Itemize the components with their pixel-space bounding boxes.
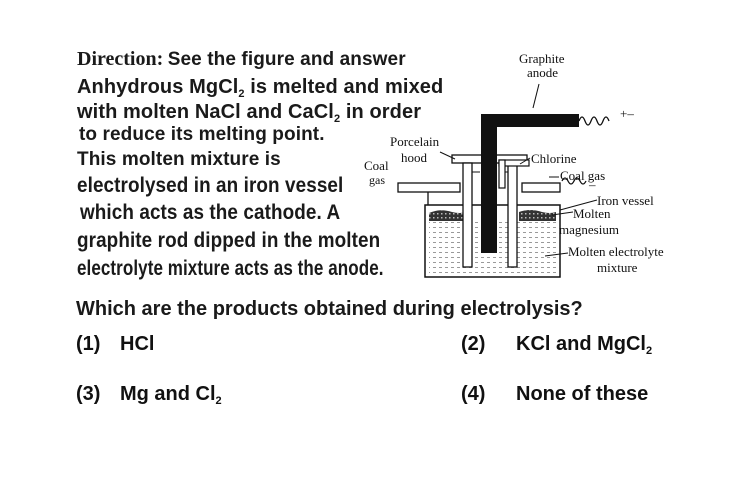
passage-line-8: electrolyte mixture acts as the anode. (77, 257, 384, 280)
passage-text: is melted and mixed (244, 76, 444, 98)
label-molten: Molten (573, 206, 611, 221)
label-porcelain: Porcelain (390, 134, 440, 149)
label-molten-electrolyte: Molten electrolyte (568, 244, 664, 259)
label-graphite: Graphite (519, 51, 565, 66)
option-text: None of these (516, 383, 649, 405)
subscript: 2 (238, 88, 245, 100)
direction-line: Direction: See the figure and answer (77, 48, 406, 71)
passage-line-7: graphite rod dipped in the molten (77, 229, 381, 252)
anode-coil (578, 116, 610, 126)
option-4[interactable]: (4) None of these (461, 383, 648, 406)
label-chlorine: Chlorine (531, 151, 577, 166)
option-3[interactable]: (3) Mg and Cl2 (76, 383, 222, 407)
label-plus-minus: +– (620, 106, 634, 121)
passage-line-5: electrolysed in an iron vessel (77, 174, 344, 197)
option-2[interactable]: (2) KCl and MgCl2 (461, 333, 653, 357)
option-text: HCl (120, 333, 155, 355)
label-minus: – (588, 177, 596, 192)
option-1[interactable]: (1) HCl (76, 333, 154, 356)
porcelain-hood-right (507, 162, 518, 268)
graphite-anode-rod (481, 121, 497, 253)
option-number: (2) (461, 333, 486, 355)
molten-magnesium-right (519, 210, 556, 221)
option-number: (1) (76, 333, 101, 355)
passage-text: in order (340, 101, 422, 123)
option-number: (4) (461, 383, 486, 405)
subscript: 2 (333, 113, 341, 125)
molten-magnesium-left (429, 210, 466, 221)
passage-text: with molten NaCl and CaCl (77, 101, 334, 123)
passage-line-1: Anhydrous MgCl2 is melted and mixed (77, 76, 444, 100)
graphite-anode-arm (481, 114, 579, 127)
passage-text: Anhydrous MgCl (77, 76, 239, 98)
label-iron-vessel: Iron vessel (597, 193, 654, 208)
question-text: Which are the products obtained during e… (76, 298, 583, 320)
label-coal-left: Coal (364, 158, 389, 173)
label-magnesium: magnesium (559, 222, 619, 237)
label-gas-left: gas (369, 173, 385, 187)
passage-line-4: This molten mixture is (77, 149, 281, 170)
passage-line-3: to reduce its melting point. (79, 124, 325, 145)
porcelain-hood-left (462, 162, 473, 268)
option-number: (3) (76, 383, 101, 405)
label-mixture: mixture (597, 260, 638, 275)
direction-text: See the figure and answer (167, 49, 406, 70)
coal-gas-pipe-right (521, 182, 561, 193)
subscript: 2 (646, 345, 653, 357)
option-text: KCl and MgCl (516, 333, 646, 355)
label-hood: hood (401, 150, 428, 165)
subscript: 2 (215, 395, 222, 407)
label-anode: anode (527, 65, 558, 80)
cathode-coil (561, 177, 587, 185)
passage-line-2: with molten NaCl and CaCl2 in order (77, 101, 422, 125)
passage-line-6: which acts as the cathode. A (80, 201, 341, 224)
direction-label: Direction: (77, 48, 164, 70)
coal-gas-pipe-left (397, 182, 461, 193)
option-text: Mg and Cl (120, 383, 216, 405)
label-coal-gas-right: Coal gas (560, 168, 605, 183)
